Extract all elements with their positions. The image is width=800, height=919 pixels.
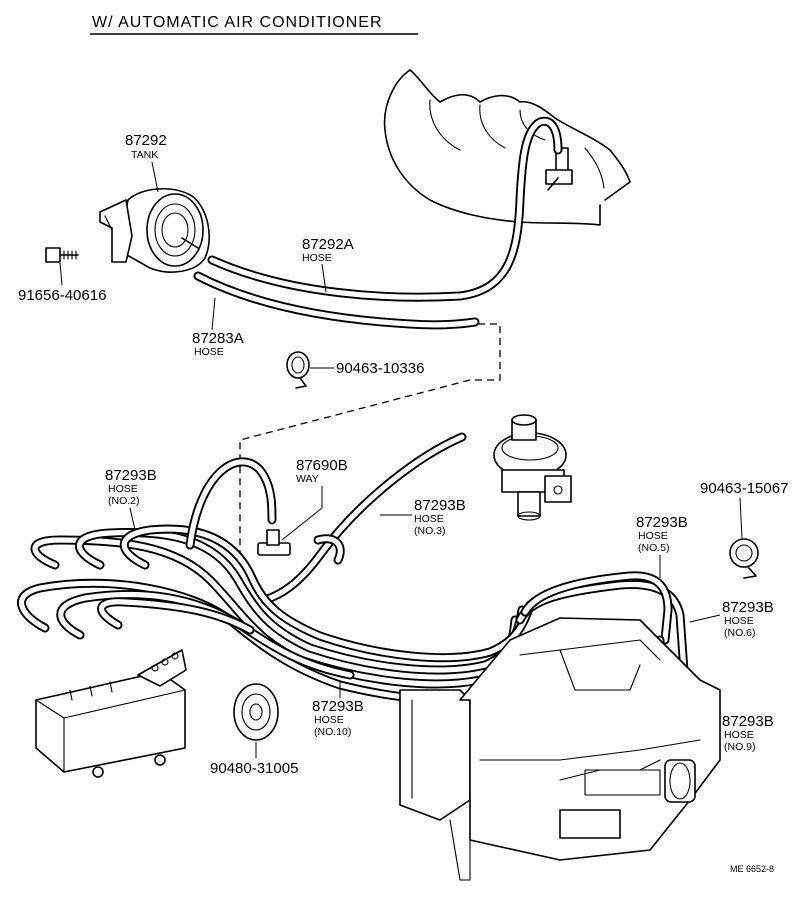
grommet-part-number: 90480-31005 — [210, 760, 298, 777]
tank-label: 87292 TANK — [125, 132, 167, 193]
hose-b-part-number: 87283A — [192, 330, 244, 347]
bolt-part-number: 91656-40616 — [18, 287, 106, 304]
hose-87283a — [193, 271, 480, 330]
amplifier-box — [35, 649, 187, 778]
tank-part-number: 87292 — [125, 132, 167, 149]
hose-87292a — [207, 116, 563, 302]
way-87690b: 87690B WAY — [257, 457, 348, 556]
clip-90463-10336: 90463-10336 — [286, 351, 424, 389]
hose-no5-label: 87293B HOSE (NO.5) — [636, 514, 688, 578]
hose-no6-part-number: 87293B — [722, 599, 774, 616]
hose-no5-sub: (NO.5) — [638, 542, 670, 554]
intake-manifold-drawing — [383, 69, 631, 226]
hose-no10-part-name: HOSE — [314, 714, 344, 726]
hose-no10-sub: (NO.10) — [314, 726, 351, 738]
hose-no5-part-number: 87293B — [636, 514, 688, 531]
hose-no3-sub: (NO.3) — [414, 525, 446, 537]
ac-unit-drawing — [399, 617, 721, 881]
way-part-name: WAY — [296, 473, 319, 485]
hose-87283a-label: 87283A HOSE — [192, 297, 244, 358]
clip-large-part-number: 90463-15067 — [700, 480, 788, 497]
hose-no9-part-name: HOSE — [724, 729, 754, 741]
hose-no3-label: 87293B HOSE (NO.3) — [380, 497, 466, 537]
clip-90463-15067: 90463-15067 — [700, 480, 788, 579]
vacuum-actuator — [493, 414, 572, 521]
hose-no6-label: 87293B HOSE (NO.6) — [689, 599, 774, 639]
hose-no3-part-name: HOSE — [414, 513, 444, 525]
hose-a-part-name: HOSE — [302, 252, 332, 264]
hose-no9-sub: (NO.9) — [724, 741, 756, 753]
hose-no6-sub: (NO.6) — [724, 627, 756, 639]
hose-bundle-lower — [17, 432, 703, 750]
title-text: W/ AUTOMATIC AIR CONDITIONER — [92, 14, 383, 31]
hose-no3-part-number: 87293B — [414, 497, 466, 514]
hose-no10-part-number: 87293B — [312, 698, 364, 715]
bolt-91656: 91656-40616 — [18, 247, 106, 304]
tank-part-name: TANK — [131, 149, 158, 161]
way-part-number: 87690B — [296, 457, 348, 474]
grommet-90480-31005: 90480-31005 — [210, 683, 298, 777]
hose-b-part-name: HOSE — [194, 346, 224, 358]
hose-no2-sub: (NO.2) — [108, 495, 140, 507]
hose-a-part-number: 87292A — [302, 236, 354, 253]
hose-87292a-label: 87292A HOSE — [302, 236, 354, 293]
hose-no6-part-name: HOSE — [724, 615, 754, 627]
hose-no2-part-name: HOSE — [108, 483, 138, 495]
hose-no2-label: 87293B HOSE (NO.2) — [105, 467, 157, 531]
reference-code: ME 6652-8 — [730, 864, 774, 874]
hose-no2-part-number: 87293B — [105, 467, 157, 484]
hose-no5-part-name: HOSE — [638, 530, 668, 542]
clip-small-part-number: 90463-10336 — [336, 360, 424, 377]
hose-no9-part-number: 87293B — [722, 713, 774, 730]
hose-no10-label: 87293B HOSE (NO.10) — [312, 682, 364, 738]
diagram-title: W/ AUTOMATIC AIR CONDITIONER — [90, 14, 418, 35]
tank-87292 — [99, 187, 210, 273]
